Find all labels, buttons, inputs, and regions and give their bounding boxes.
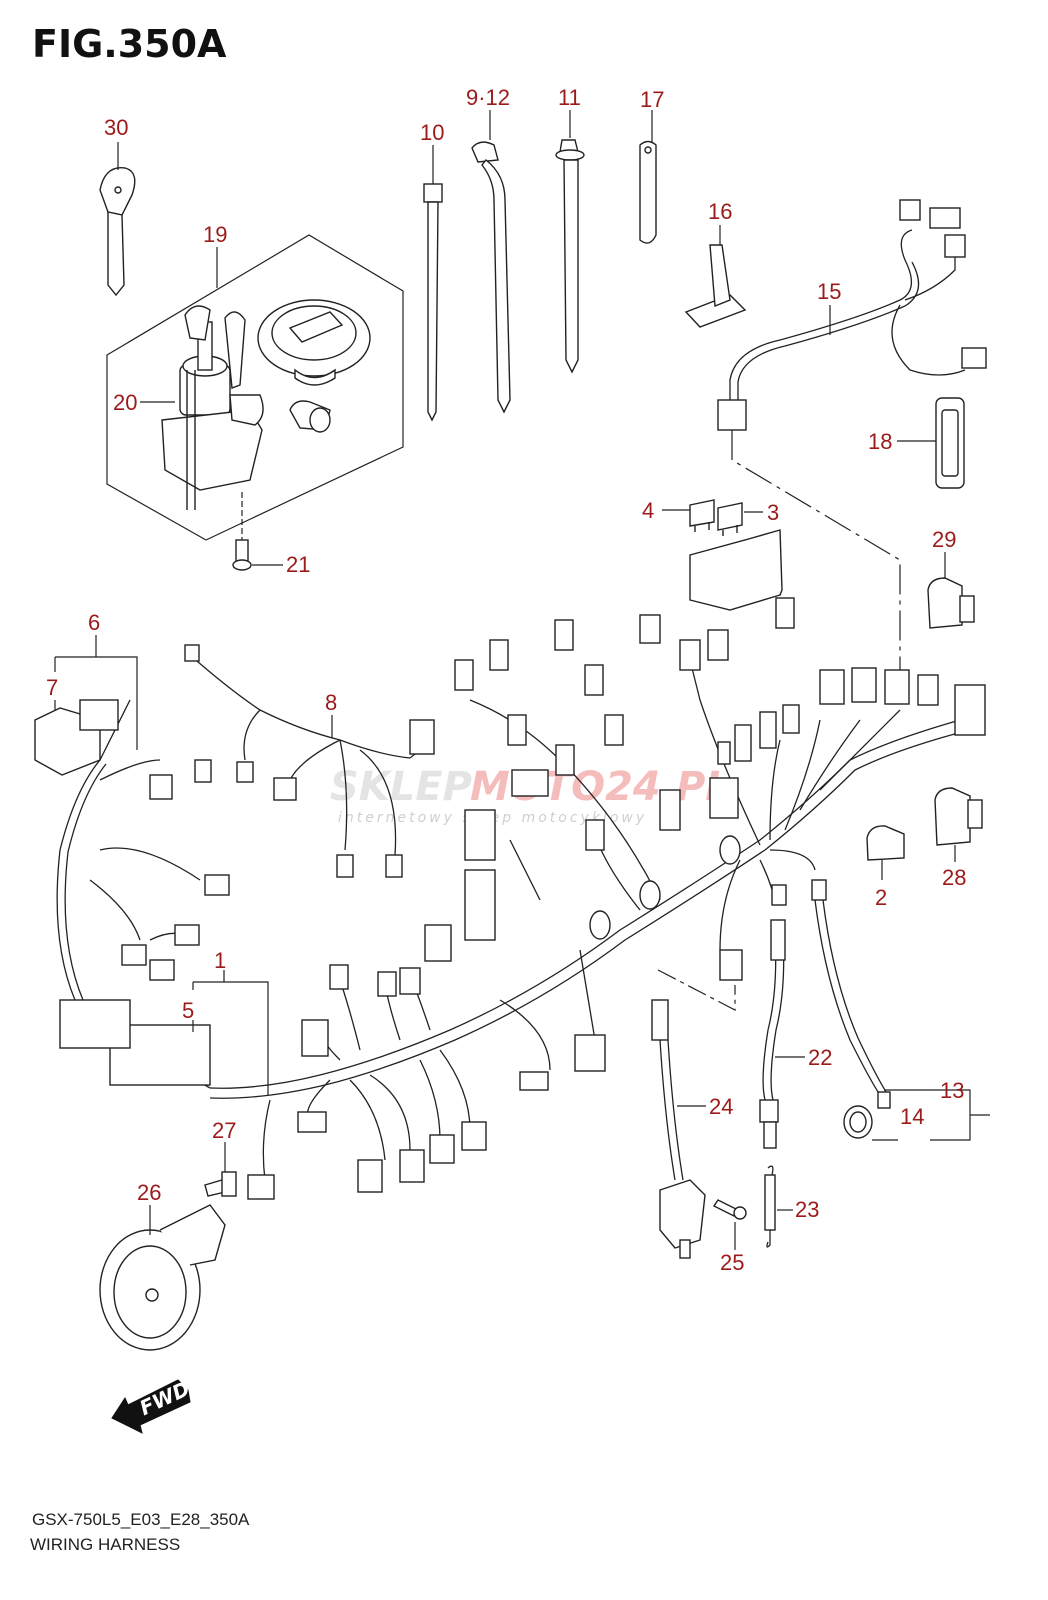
part-16-bracket[interactable] [684,244,747,328]
part-23-spring[interactable] [764,1165,776,1248]
part-20-ignition-switch[interactable] [161,305,264,510]
watermark-brand-red: MOTO24.PL [470,764,731,810]
part-28-relay[interactable] [934,787,983,846]
part-9-12-clamp-band[interactable] [471,141,511,414]
part-21-bolt[interactable] [232,539,252,571]
figure-title: FIG.350A [32,22,227,66]
callout-15: 15 [817,279,841,304]
callout-13: 13 [940,1078,964,1103]
part-27-bolt[interactable] [204,1171,237,1197]
part-4-fuse[interactable] [689,499,715,532]
part-24-sidestand-switch[interactable] [651,999,706,1259]
fuse-box[interactable] [689,529,783,611]
part-2-cap[interactable] [866,825,905,861]
part-7-connector[interactable] [34,699,119,776]
callout-11: 11 [558,85,581,110]
callout-2: 2 [875,885,887,910]
callout-19: 19 [203,222,227,247]
fuel-cap[interactable] [257,299,371,386]
callout-labels: 1 2 3 4 5 6 7 8 9·12 10 11 13 14 15 16 1… [46,85,966,1275]
callout-1: 1 [214,948,226,973]
part-11-clip[interactable] [555,139,585,374]
seat-lock[interactable] [289,400,331,433]
callout-24: 24 [709,1094,733,1119]
callout-5: 5 [182,998,194,1023]
callout-4: 4 [642,498,654,523]
part-18-band[interactable] [935,397,965,489]
part-17-band[interactable] [639,140,657,244]
callout-9-12: 9·12 [466,85,510,110]
part-29-relay[interactable] [927,577,975,629]
part-25-bolt[interactable] [712,1199,747,1220]
callout-21: 21 [286,552,310,577]
callout-26: 26 [137,1180,161,1205]
section-name: WIRING HARNESS [30,1535,181,1554]
part-19-ignition-kit-box[interactable] [106,234,404,541]
part-15-sub-harness[interactable] [717,199,987,431]
callout-8: 8 [325,690,337,715]
callout-17: 17 [640,87,664,112]
part-8-sub-harness[interactable] [184,644,435,878]
callout-20: 20 [113,390,137,415]
callout-10: 10 [420,120,444,145]
part-22-switch[interactable] [759,919,786,1149]
callout-6: 6 [88,610,100,635]
callout-22: 22 [808,1045,832,1070]
callout-14: 14 [900,1104,924,1129]
part-10-cable-tie[interactable] [423,183,443,422]
part-3-fuse[interactable] [717,502,743,536]
callout-18: 18 [868,429,892,454]
callout-28: 28 [942,865,966,890]
callout-3: 3 [767,500,779,525]
part-30-key[interactable] [99,166,136,297]
watermark-brand-gray: SKLEP [330,764,472,810]
callout-23: 23 [795,1197,819,1222]
callout-7: 7 [46,675,58,700]
part-13-sensor-assembly[interactable] [814,899,891,1109]
part-1-main-harness[interactable] [56,597,986,1200]
model-code: GSX-750L5_E03_E28_350A [32,1510,250,1529]
callout-30: 30 [104,115,128,140]
callout-16: 16 [708,199,732,224]
callout-27: 27 [212,1118,236,1143]
callout-25: 25 [720,1250,744,1275]
fwd-direction-arrow: FWD [111,1376,193,1434]
part-26-horn[interactable] [99,1204,226,1351]
part-14-sensor-ring[interactable] [843,1105,873,1139]
callout-29: 29 [932,527,956,552]
